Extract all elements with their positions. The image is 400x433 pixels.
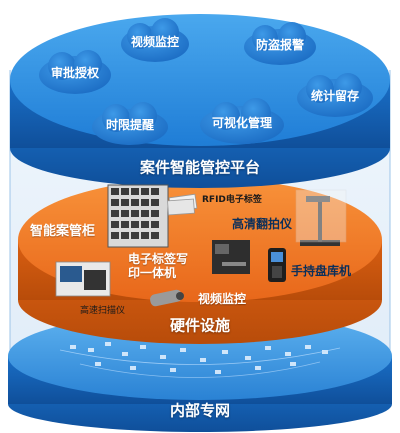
video-camera-image [150,289,184,307]
handheld-scanner-image [268,248,286,282]
cabinet-label: 智能案管柜 [30,224,96,239]
feature-deadline-label: 时限提醒 [105,118,155,132]
printer-label: 电子标签写 印一体机 [128,252,189,280]
fast-scanner-image [55,261,111,297]
cloud-alarm [244,22,316,65]
camera-stand-label: 高清翻拍仪 [232,217,293,231]
video-label: 视频监控 [198,292,247,306]
cabinet-image [107,184,169,248]
handheld-scanner-label: 手持盘库机 [291,264,352,278]
cloud-stats [297,73,373,117]
feature-stats-label: 统计留存 [310,89,360,103]
fast-scanner-label: 高速扫描仪 [80,306,126,316]
camera-stand-image [295,189,347,246]
platform-title: 案件智能管控平台 [139,158,261,177]
feature-clouds [39,18,373,145]
cloud-visual [200,98,284,144]
cloud-video [121,18,189,62]
printer-image [212,240,250,274]
rfid-label: RFID电子标签 [202,195,262,205]
feature-visual-label: 可视化管理 [211,116,273,130]
network-devices [70,342,328,374]
feature-approval-label: 审批授权 [50,66,100,80]
feature-alarm-label: 防盗报警 [255,38,305,52]
network-title: 内部专网 [169,401,231,420]
hardware-title: 硬件设施 [169,316,231,335]
cloud-deadline [92,102,168,145]
feature-video-label: 视频监控 [130,35,180,49]
cloud-approval [39,50,111,94]
rfid-tag-image [167,193,198,216]
